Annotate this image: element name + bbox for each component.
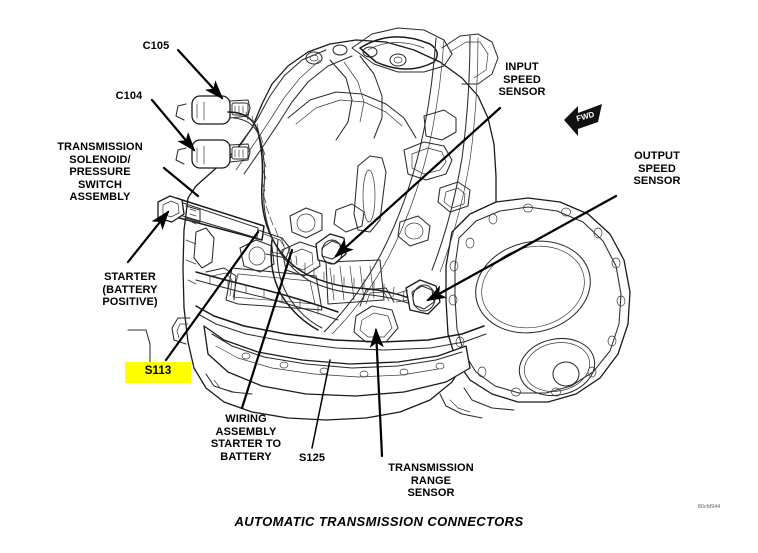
leader-s125 — [311, 359, 331, 449]
transmission-housing — [182, 39, 631, 421]
callout-s113: S113 — [144, 365, 172, 377]
leader-input-speed-sensor — [334, 106, 502, 258]
leader-wiring-assembly — [240, 248, 294, 410]
leader-output-speed-sensor — [426, 194, 618, 302]
figure-id-code: 80cfd944 — [698, 504, 721, 510]
callout-starter-battery-positive: STARTER (BATTERY POSITIVE) — [102, 271, 158, 308]
wiring-harness-conduit — [227, 111, 441, 331]
callout-c104: C104 — [115, 90, 143, 102]
leader-s113 — [164, 230, 260, 362]
leader-transmission-range-sensor — [369, 327, 384, 458]
callout-input-speed-sensor: INPUT SPEED SENSOR — [498, 61, 546, 98]
connector-block-c104 — [191, 139, 251, 169]
s113-yellow-highlight — [125, 362, 191, 383]
callout-wiring-assembly-starter-to-battery: WIRING ASSEMBLY STARTER TO BATTERY — [210, 413, 282, 463]
upper-engine-detail — [225, 27, 499, 335]
leader-c104 — [150, 98, 196, 152]
callout-output-speed-sensor: OUTPUT SPEED SENSOR — [633, 150, 681, 187]
torque-converter-opening — [475, 240, 591, 334]
callout-transmission-solenoid-pressure-switch-assembly: TRANSMISSION SOLENOID/ PRESSURE SWITCH A… — [57, 141, 143, 203]
leader-lines — [126, 48, 618, 458]
output-shaft-opening — [518, 337, 596, 397]
misc-detail — [185, 181, 515, 419]
callout-s125: S125 — [298, 452, 326, 464]
leader-c105 — [176, 48, 224, 100]
leader-starter-battery-positive — [126, 210, 170, 264]
starter-battery-cable — [195, 271, 339, 321]
callout-transmission-range-sensor: TRANSMISSION RANGE SENSOR — [388, 462, 474, 499]
leader-transmission-solenoid — [162, 166, 200, 198]
fwd-arrow-icon: FWD — [564, 104, 602, 136]
valve-body-and-pan — [127, 227, 487, 397]
callout-c105: C105 — [142, 40, 170, 52]
figure-caption: AUTOMATIC TRANSMISSION CONNECTORS — [234, 514, 524, 529]
